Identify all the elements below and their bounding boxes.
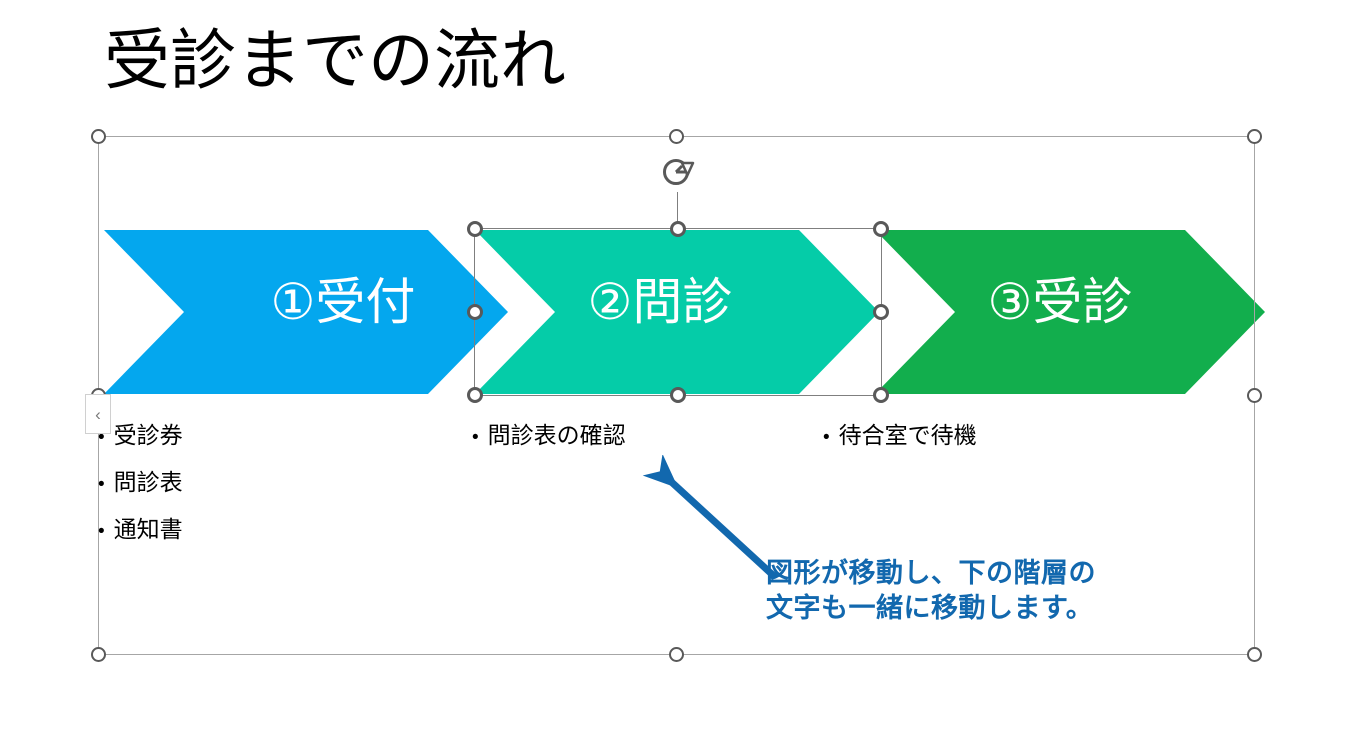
rotate-handle-icon[interactable]: [659, 153, 697, 191]
list-item[interactable]: • 受診券: [98, 422, 183, 448]
resize-handle-top-right[interactable]: [1247, 129, 1262, 144]
chevron-label-step3: ③受診: [987, 274, 1133, 330]
resize-handle-middle-right[interactable]: [1247, 387, 1262, 403]
bullet-dot-icon: •: [98, 474, 105, 495]
bullet-list-step1: • 受診券 • 問診表 • 通知書: [98, 424, 183, 565]
annotation-line-2: 文字も一緒に移動します。: [766, 592, 1094, 623]
shape-handle-middle-left[interactable]: [467, 304, 483, 320]
list-item[interactable]: • 問診表: [98, 469, 183, 495]
list-item[interactable]: • 問診表の確認: [472, 422, 626, 448]
bullet-dot-icon: •: [98, 427, 105, 448]
resize-handle-top-center[interactable]: [668, 129, 684, 144]
list-item-label: 待合室で待機: [838, 422, 977, 448]
selected-shape-frame-step2[interactable]: [467, 221, 889, 403]
shape-handle-top-right[interactable]: [873, 221, 889, 237]
bullet-list-step3: • 待合室で待機: [823, 424, 977, 471]
chevron-label-step1: ①受付: [270, 274, 416, 330]
shape-handle-bottom-right[interactable]: [873, 387, 889, 403]
bullet-list-step2: • 問診表の確認: [472, 424, 626, 471]
shape-handle-top-center[interactable]: [670, 221, 686, 237]
shape-handle-top-left[interactable]: [467, 221, 483, 237]
shape-handle-bottom-left[interactable]: [467, 387, 483, 403]
list-item[interactable]: • 待合室で待機: [823, 422, 977, 448]
shape-handle-middle-right[interactable]: [873, 304, 889, 320]
resize-handle-top-left[interactable]: [91, 129, 106, 144]
chevron-label-step2: ②問診: [587, 274, 733, 330]
annotation-line-1: 図形が移動し、下の階層の: [766, 558, 1096, 588]
resize-handle-bottom-left[interactable]: [91, 647, 106, 662]
annotation-arrow-icon: [642, 455, 778, 580]
text-pane-toggle-button[interactable]: ‹: [85, 394, 111, 434]
resize-handle-bottom-right[interactable]: [1247, 647, 1262, 662]
list-item[interactable]: • 通知書: [98, 516, 183, 542]
page-title: 受診までの流れ: [104, 23, 566, 97]
list-item-label: 問診表の確認: [487, 422, 626, 448]
resize-handle-bottom-center[interactable]: [668, 647, 684, 662]
bullet-dot-icon: •: [472, 427, 479, 448]
shape-handle-bottom-center[interactable]: [670, 387, 686, 403]
rotate-handle-stem: [677, 192, 678, 230]
bullet-dot-icon: •: [823, 427, 830, 448]
list-item-label: 受診券: [113, 422, 183, 448]
annotation-callout: 図形が移動し、下の階層の 文字も一緒に移動します。: [766, 556, 1096, 625]
bullet-dot-icon: •: [98, 521, 105, 542]
list-item-label: 問診表: [113, 469, 183, 495]
list-item-label: 通知書: [113, 516, 183, 542]
